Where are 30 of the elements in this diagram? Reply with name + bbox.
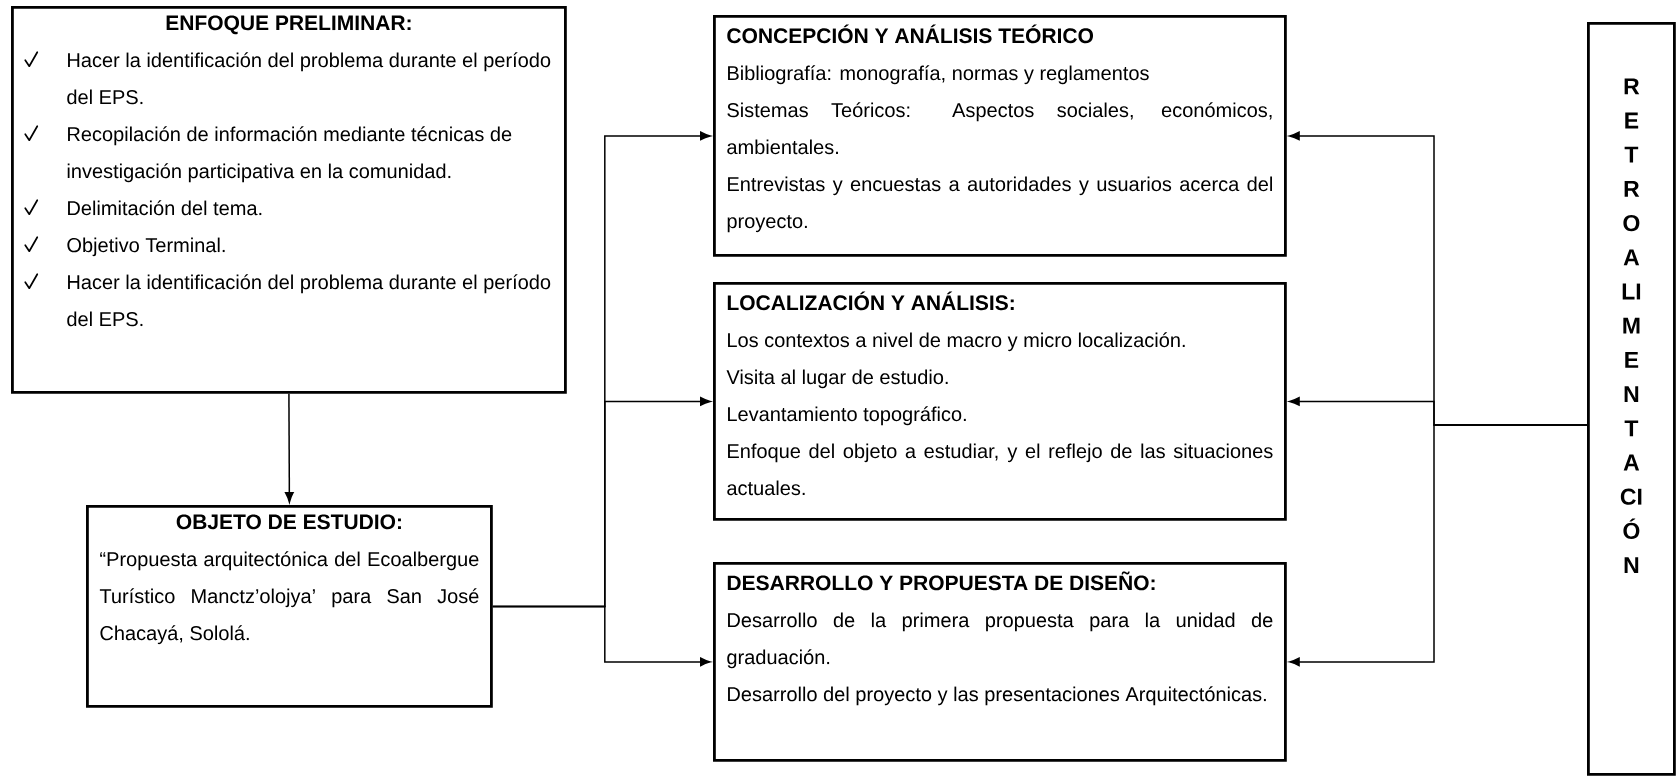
box-heading: DESARROLLO Y PROPUESTA DE DISEÑO:: [727, 571, 1155, 591]
vertical-label: RETROALIMENTACIÓN: [1620, 78, 1642, 573]
box-heading: OBJETO DE ESTUDIO:: [176, 514, 401, 530]
box-heading: ENFOQUE PRELIMINAR:: [166, 15, 411, 35]
box-text: Bibliografía: monografía, normas y reglamentos: [728, 65, 1149, 85]
arrow: [1289, 424, 1588, 667]
process-box: [1587, 22, 1676, 776]
list-item: Objetivo Terminal.: [67, 237, 225, 257]
process-box: [11, 6, 567, 394]
box-heading: LOCALIZACIÓN Y ANÁLISIS:: [727, 291, 1014, 311]
box-text: Sistemas Teóricos: Aspectos sociales, económicos, ambientales.: [727, 102, 1272, 155]
box-text: Visita al lugar de estudio.: [726, 369, 948, 389]
box-text: Entrevistas y encuestas a autoridades y usuarios acerca del proyecto.: [727, 176, 1272, 233]
list-item: Hacer la identificación del problema durante el período del EPS.: [67, 274, 551, 327]
box-text: Enfoque del objeto a estudiar, y el reflejo de las situaciones actuales.: [727, 443, 1273, 496]
box-text: Los contextos a nivel de macro y micro localización.: [728, 332, 1185, 352]
arrow: [492, 605, 711, 667]
box-text: Desarrollo de la primera propuesta para la unidad de graduación.: [727, 612, 1273, 669]
process-box: [713, 562, 1287, 762]
process-box: [86, 505, 493, 708]
process-box: [713, 282, 1287, 521]
arrow: [284, 393, 294, 503]
box-heading: CONCEPCIÓN Y ANÁLISIS TEÓRICO: [727, 24, 1094, 44]
box-text: Desarrollo del proyecto y las presentaciones Arquitectónicas.: [728, 686, 1266, 706]
list-item: Recopilación de información mediante técnicas de investigación participativa en la comunidad.: [67, 126, 512, 183]
box-text: Levantamiento topográfico.: [728, 406, 966, 426]
process-box: [713, 15, 1287, 257]
box-text: “Propuesta arquitectónica del Ecoalbergue Turístico Manctz’olojya’ para San José Chacayá, Sololá.: [99, 551, 479, 645]
list-item: Delimitación del tema.: [68, 200, 262, 216]
list-item: Hacer la identificación del problema durante el período del EPS.: [67, 52, 551, 105]
